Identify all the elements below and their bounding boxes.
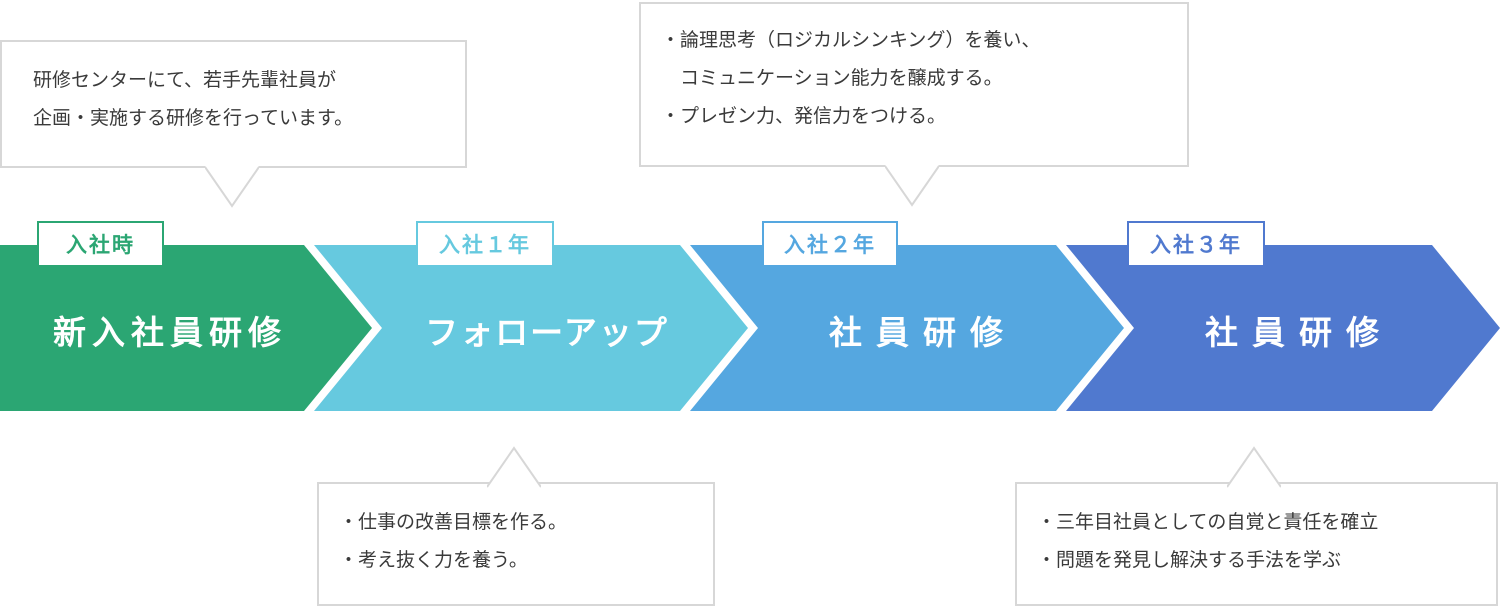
callout-line: ・仕事の改善目標を作る。 bbox=[339, 511, 568, 533]
step-1-arrow bbox=[0, 245, 372, 411]
step-2-callout: ・仕事の改善目標を作る。 ・考え抜く力を養う。 bbox=[317, 446, 715, 606]
step-3-label: 社員研修 bbox=[829, 313, 1017, 352]
step-2-badge: 入社１年 bbox=[416, 221, 554, 267]
callout-pointer bbox=[1227, 446, 1281, 488]
callout-line: ・考え抜く力を養う。 bbox=[339, 549, 528, 571]
callout-pointer bbox=[487, 446, 541, 488]
step-1-label: 新入社員研修 bbox=[53, 313, 287, 352]
callout-line: 研修センターにて、若手先輩社員が bbox=[33, 69, 337, 91]
callout-pointer bbox=[885, 165, 939, 207]
callout-line: 企画・実施する研修を行っています。 bbox=[33, 107, 354, 129]
step-3-callout: ・論理思考（ロジカルシンキング）を養い、 コミュニケーション能力を醸成する。 ・… bbox=[639, 2, 1189, 207]
step-4-arrow bbox=[1066, 245, 1500, 411]
step-4-label: 社員研修 bbox=[1205, 313, 1393, 352]
step-1-callout: 研修センターにて、若手先輩社員が 企画・実施する研修を行っています。 bbox=[0, 40, 467, 208]
callout-line: ・三年目社員としての自覚と責任を確立 bbox=[1037, 511, 1379, 533]
step-2-label: フォローアップ bbox=[425, 313, 669, 352]
callout-frame bbox=[0, 40, 467, 168]
callout-frame bbox=[639, 2, 1189, 167]
callout-line: ・問題を発見し解決する手法を学ぶ bbox=[1037, 549, 1342, 571]
callout-line: ・プレゼン力、発信力をつける。 bbox=[661, 105, 947, 127]
callout-frame bbox=[317, 482, 715, 606]
callout-line: ・論理思考（ロジカルシンキング）を養い、 bbox=[661, 29, 1041, 51]
step-4-badge: 入社３年 bbox=[1127, 221, 1265, 267]
callout-line: コミュニケーション能力を醸成する。 bbox=[661, 67, 1003, 89]
step-3-arrow bbox=[690, 245, 1124, 411]
step-3-badge: 入社２年 bbox=[762, 221, 898, 267]
step-4-callout: ・三年目社員としての自覚と責任を確立 ・問題を発見し解決する手法を学ぶ bbox=[1015, 446, 1498, 606]
step-2-arrow bbox=[314, 245, 748, 411]
step-1-badge: 入社時 bbox=[37, 221, 164, 267]
callout-pointer bbox=[205, 166, 259, 208]
